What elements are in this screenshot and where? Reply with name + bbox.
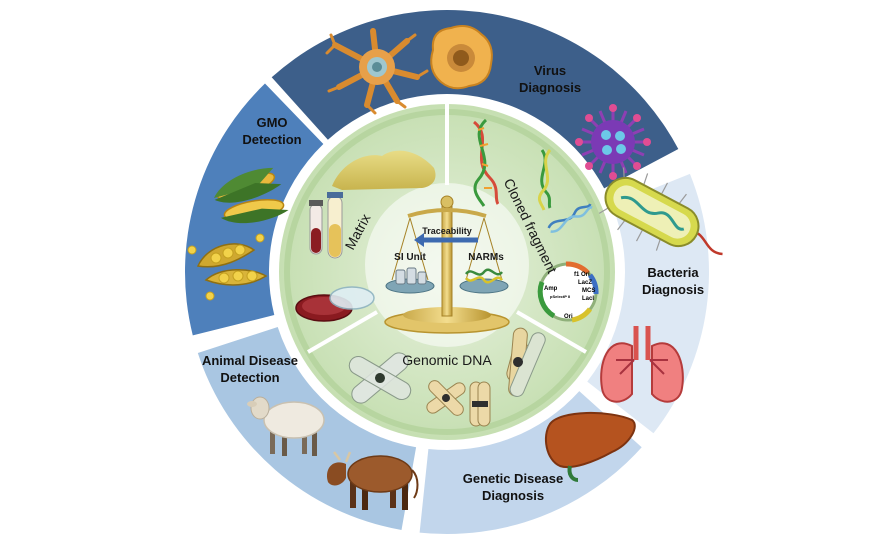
petri-dish-icon — [295, 286, 375, 322]
test-tube-icon — [309, 192, 343, 259]
traceability-label: Traceability — [422, 226, 472, 236]
dna-helix-icon — [537, 149, 552, 211]
chromosome-icon — [348, 352, 412, 404]
si-unit-label: SI Unit — [394, 252, 426, 263]
chromosome-icon — [469, 381, 491, 427]
lungs-icon — [600, 326, 684, 403]
liver-icon — [544, 412, 636, 482]
dna-helix-icon — [472, 118, 500, 207]
sheep-icon — [247, 396, 325, 456]
plasmid-label-vector: pSelectP II — [550, 294, 570, 299]
plasmid-icon: f1 Ori LacZ MCS LacI Ori Amp pSelectP II — [537, 261, 599, 323]
chromosome-icon — [506, 327, 546, 397]
plasmid-label-mcs: MCS — [582, 288, 595, 294]
dna-helix-icon — [547, 203, 593, 233]
plasmid-label-f1ori: f1 Ori — [574, 272, 590, 278]
narms-label: NARMs — [468, 252, 504, 263]
balance-scale-icon — [384, 195, 510, 334]
cow-icon — [326, 451, 419, 510]
virus-particle-icon — [575, 104, 651, 180]
bacterium-icon — [598, 167, 723, 256]
plasmid-label-amp: Amp — [544, 286, 558, 292]
inner-dividers — [306, 104, 588, 354]
plasmid-label-laci: LacI — [582, 296, 594, 302]
genomic-dna-label: Genomic DNA — [402, 352, 492, 368]
plasmid-label-ori: Ori — [564, 314, 573, 320]
powder-pile-icon — [332, 150, 436, 190]
soybean-pod-icon — [187, 233, 268, 301]
macrophage-cell-icon — [430, 25, 493, 90]
neuron-cell-icon — [325, 28, 429, 115]
corn-cob-icon — [213, 167, 289, 224]
plasmid-label-lacz: LacZ — [578, 280, 592, 286]
chromosome-icon — [426, 380, 466, 416]
